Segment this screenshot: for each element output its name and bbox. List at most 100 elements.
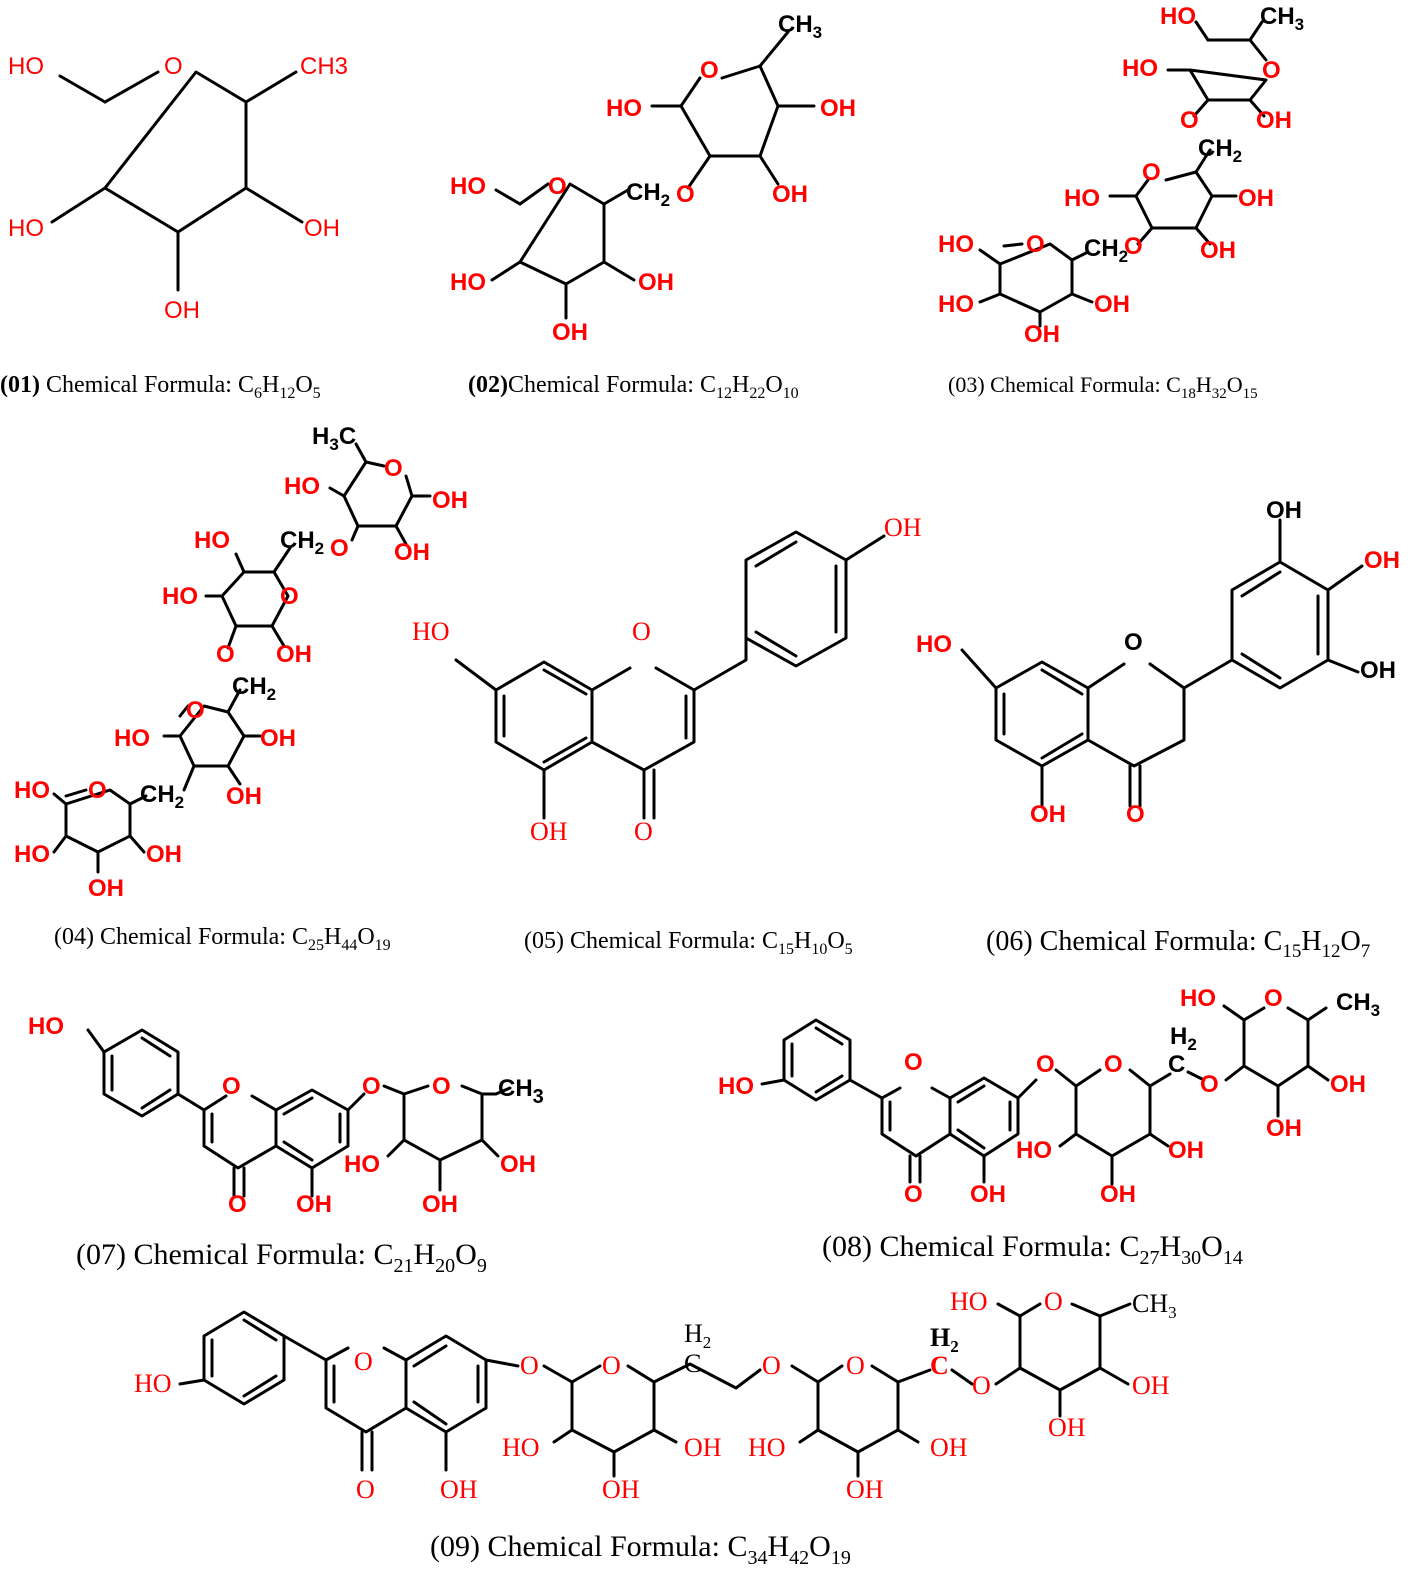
hydroxyl-label: OH: [846, 1475, 884, 1504]
hydroxyl-label: OH: [422, 1191, 458, 1218]
formula-element: O: [809, 1530, 831, 1563]
caption-number: (03): [948, 372, 985, 397]
hydroxyl-label: HO: [194, 527, 230, 554]
formula-element: O: [1341, 926, 1361, 957]
caption-number: (09): [430, 1530, 480, 1563]
hydroxyl-label: OH: [1030, 801, 1066, 828]
hydroxyl-label: HO: [916, 631, 952, 658]
hydroxyl-label: HO: [8, 215, 44, 242]
hydroxyl-label: HO: [938, 291, 974, 318]
formula-subscript: 19: [831, 1547, 851, 1569]
caption-number: (08): [822, 1230, 872, 1263]
structure-06: O HO OH OH OH OH O: [916, 497, 1400, 828]
structure-04: H3C O HO OH OH CH2 O HO HO O OH O CH2 O …: [14, 423, 468, 902]
ring-oxygen-label: O: [1264, 985, 1283, 1012]
hydroxyl-label: HO: [134, 1369, 172, 1398]
ring-oxygen-label: O: [1104, 1051, 1123, 1078]
carbonyl-oxygen-label: O: [356, 1475, 375, 1504]
formula-subscript: 10: [783, 385, 799, 402]
structure-08: HO O O OH O O H2 C O HO O CH3 OH OH HO O…: [718, 985, 1380, 1208]
hydroxyl-label: OH: [602, 1475, 640, 1504]
hydroxyl-label: OH: [1200, 237, 1236, 264]
formula-subscript: 15: [1243, 386, 1258, 402]
glycosidic-oxygen-label: O: [1180, 107, 1199, 134]
hydroxyl-label: OH: [88, 875, 124, 902]
hydroxyl-label: HO: [28, 1013, 64, 1040]
hydroxyl-label: HO: [1064, 185, 1100, 212]
hydroxyl-label: OH: [684, 1433, 722, 1462]
methylene-c-label: C: [684, 1349, 701, 1378]
hydroxyl-label: OH: [296, 1191, 332, 1218]
structure-01: HO O CH3 HO OH OH: [8, 53, 348, 324]
hydroxyl-label: OH: [1168, 1137, 1204, 1164]
hydroxyl-label: HO: [748, 1433, 786, 1462]
hydroxyl-label: HO: [450, 173, 486, 200]
ring-oxygen-label: O: [164, 53, 183, 80]
hydroxyl-label: OH: [500, 1151, 536, 1178]
formula-subscript: 34: [747, 1547, 767, 1569]
caption-09: (09) Chemical Formula: C34H42O19: [430, 1530, 851, 1569]
methyl-label: CH3: [1132, 1289, 1177, 1322]
formula-subscript: 15: [1282, 941, 1301, 962]
hydroxyl-label: OH: [1132, 1371, 1170, 1400]
caption-number: (06): [986, 926, 1033, 957]
formula-subscript: 14: [1223, 1247, 1243, 1269]
ring-oxygen-label: O: [548, 173, 567, 200]
ring-oxygen-label: O: [904, 1049, 923, 1076]
structure-09: HO O O OH O O H2 C O O H2 C O HO O CH3 O…: [134, 1287, 1177, 1504]
caption-label: Chemical Formula:: [40, 372, 238, 398]
hydroxyl-label: HO: [284, 473, 320, 500]
formula-subscript: 5: [845, 941, 853, 958]
caption-number: (01): [0, 372, 40, 398]
hydroxyl-label: HO: [1180, 985, 1216, 1012]
hydroxyl-label: OH: [970, 1181, 1006, 1208]
hydroxyl-label: HO: [450, 269, 486, 296]
formula-element: C: [373, 1238, 393, 1271]
methylene-c-label: C: [930, 1351, 949, 1380]
hydroxyl-label: HO: [1122, 55, 1158, 82]
ring-oxygen-label: O: [632, 617, 651, 646]
carbonyl-oxygen-label: O: [904, 1181, 923, 1208]
formula-subscript: 5: [313, 385, 321, 402]
formula-element: C: [1264, 926, 1283, 957]
caption-label: Chemical Formula:: [564, 928, 762, 954]
caption-08: (08) Chemical Formula: C27H30O14: [822, 1230, 1243, 1269]
methyl-label: CH3: [300, 53, 348, 80]
hydroxyl-label: OH: [884, 513, 922, 542]
caption-label: Chemical Formula:: [508, 372, 700, 398]
formula-subscript: 19: [375, 937, 391, 954]
formula-element: C: [1166, 372, 1181, 397]
ring-oxygen-label: O: [846, 1351, 865, 1380]
formula-subscript: 7: [1361, 941, 1371, 962]
formula-subscript: 21: [393, 1255, 413, 1277]
hydroxyl-label: OH: [1266, 497, 1302, 524]
hydroxyl-label: OH: [432, 487, 468, 514]
ring-oxygen-label: O: [602, 1351, 621, 1380]
formula-subscript: 25: [308, 937, 324, 954]
caption-03: (03) Chemical Formula: C18H32O15: [948, 372, 1258, 402]
formula-element: O: [357, 924, 374, 950]
hydroxyl-label: OH: [552, 319, 588, 346]
caption-label: Chemical Formula:: [94, 924, 292, 950]
caption-number: (02): [468, 372, 508, 398]
hydroxyl-label: OH: [1266, 1115, 1302, 1142]
ring-oxygen-label: O: [186, 697, 205, 724]
hydroxyl-label: OH: [1256, 107, 1292, 134]
formula-element: O: [1227, 372, 1243, 397]
methylene-label: CH2: [1198, 135, 1242, 166]
hydroxyl-label: OH: [1048, 1413, 1086, 1442]
caption-01: (01) Chemical Formula: C6H12O5: [0, 372, 321, 402]
hydroxyl-label: HO: [114, 725, 150, 752]
captions: (01) Chemical Formula: C6H12O5 (02)Chemi…: [0, 372, 1370, 1569]
ring-oxygen-label: O: [384, 455, 403, 482]
hydroxyl-label: OH: [820, 95, 856, 122]
hydroxyl-label: OH: [1024, 321, 1060, 348]
hydroxyl-label: OH: [1100, 1181, 1136, 1208]
glycosidic-oxygen-label: O: [362, 1073, 381, 1100]
methylene-h-label: H2: [1170, 1023, 1197, 1054]
formula-element: C: [238, 372, 254, 398]
structure-03: CH3 HO HO O OH O CH2 O HO OH OH O CH2 O …: [938, 3, 1304, 348]
ring-oxygen-label: O: [432, 1073, 451, 1100]
structure-05: O HO OH OH O: [412, 513, 922, 846]
formula-subscript: 22: [749, 385, 765, 402]
